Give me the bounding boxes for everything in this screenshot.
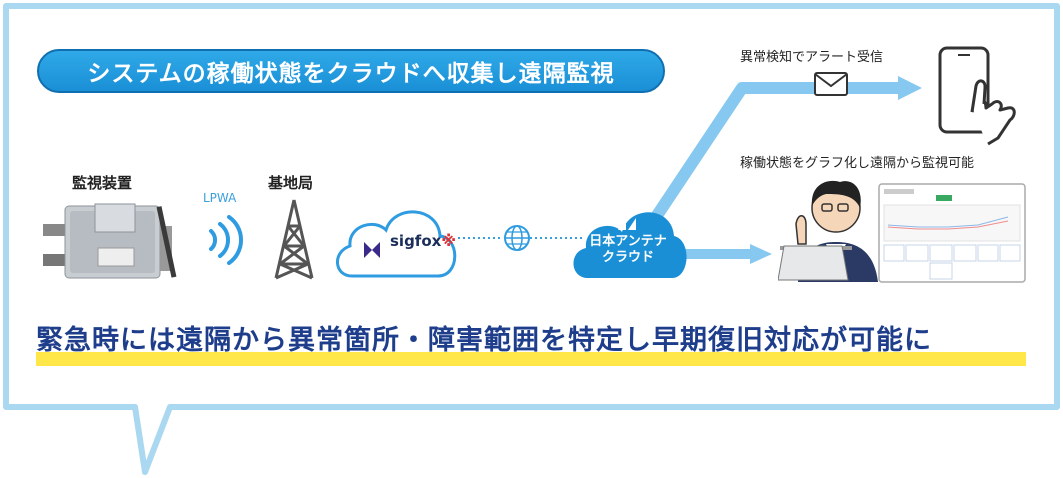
graph-label: 稼働状態をグラフ化し遠隔から監視可能 xyxy=(740,156,975,171)
cloud-label-line1: 日本アンテナ xyxy=(589,234,667,249)
operator-person-icon xyxy=(778,180,878,282)
alert-label: 異常検知でアラート受信 xyxy=(740,50,884,65)
headline-text: システムの稼働状態をクラウドへ収集し遠隔監視 xyxy=(87,61,615,87)
sigfox-mark: ※ xyxy=(441,232,456,250)
globe-icon xyxy=(504,225,530,251)
bottom-text: 緊急時には遠隔から異常箇所・障害範囲を特定し早期復旧対応が可能に xyxy=(36,325,932,356)
bottom-highlight xyxy=(36,352,1026,366)
tower-icon xyxy=(274,199,314,280)
headline-pill: システムの稼働状態をクラウドへ収集し遠隔監視 xyxy=(37,49,665,93)
monitoring-device-icon xyxy=(43,203,177,279)
base-station-label: 基地局 xyxy=(268,174,314,192)
sigfox-cloud-icon xyxy=(336,210,457,278)
dashboard-screen-icon xyxy=(878,183,1026,283)
nippon-antenna-cloud-icon xyxy=(573,212,687,278)
smartphone-icon xyxy=(938,46,1016,146)
lpwa-label: LPWA xyxy=(203,191,237,205)
bottom-message: 緊急時には遠隔から異常箇所・障害範囲を特定し早期復旧対応が可能に xyxy=(36,318,1026,368)
cloud-label-line2: クラウド xyxy=(601,250,654,265)
wireless-wave-icon xyxy=(209,215,243,265)
device-label: 監視装置 xyxy=(72,174,133,192)
envelope-icon xyxy=(814,72,848,96)
sigfox-label: sigfox xyxy=(390,232,442,250)
